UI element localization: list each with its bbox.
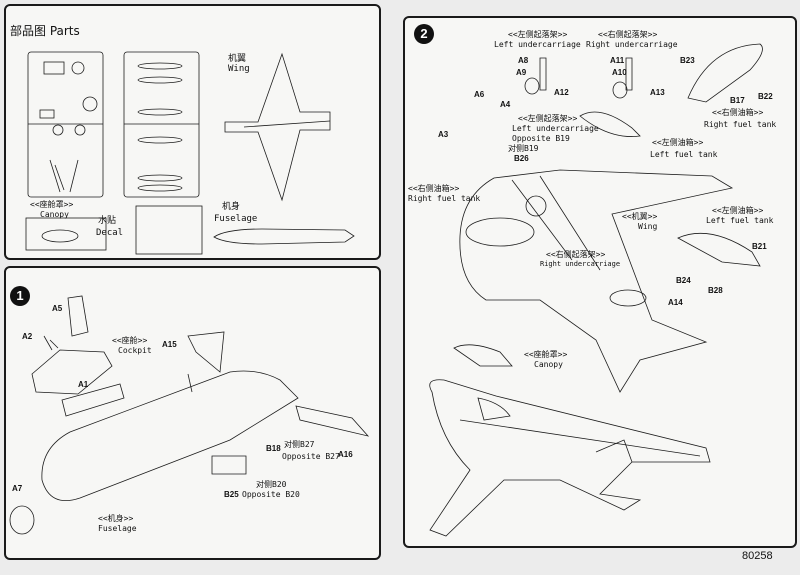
canopy-part-label: <<座舱罩>> [30, 200, 74, 209]
right-undercarriage-en: Right undercarriage [586, 40, 678, 49]
part-b24: B24 [676, 276, 691, 285]
step-2-marker: 2 [414, 24, 434, 44]
decal-label-en: Decal [96, 228, 124, 238]
fuselage-part-label-cn: 机身 [222, 202, 241, 212]
cockpit-label-en: Cockpit [118, 346, 152, 355]
sprue-b [123, 51, 200, 198]
part-b21: B21 [752, 242, 767, 251]
part-b20-en: Opposite B20 [242, 490, 300, 499]
canopy-assy-cn: <<座舱罩>> [524, 350, 568, 359]
decal-label-cn: 水贴 [98, 216, 117, 226]
airframe-exploded [459, 169, 734, 393]
decal-sheet [135, 205, 203, 255]
opposite-b19-cn: 对侧B19 [508, 144, 539, 153]
right-undercarriage2-en: Right undercarriage [540, 260, 621, 268]
part-b25: B25 [224, 490, 239, 499]
part-a8: A8 [518, 56, 529, 65]
part-b27-cn: 对侧B27 [284, 440, 315, 449]
part-b17: B17 [730, 96, 745, 105]
part-a4: A4 [500, 100, 511, 109]
part-a12: A12 [554, 88, 569, 97]
opposite-b19-en: Opposite B19 [512, 134, 570, 143]
part-b23: B23 [680, 56, 695, 65]
canopy-outline [453, 344, 513, 367]
part-b26: B26 [514, 154, 529, 163]
wing-assy-en: Wing [638, 222, 658, 231]
fuselage-label-cn: <<机身>> [98, 514, 134, 523]
part-b18: B18 [266, 444, 281, 453]
right-fuel-tank2-cn: <<右侧油箱>> [408, 184, 460, 193]
right-fuel-tank-en: Right fuel tank [704, 120, 777, 129]
part-b20-cn: 对侧B20 [256, 480, 287, 489]
left-undercarriage2-en: Left undercarriage [512, 124, 599, 133]
part-a14: A14 [668, 298, 683, 307]
part-a2: A2 [22, 332, 33, 341]
step-1-marker: 1 [10, 286, 30, 306]
part-a5: A5 [52, 304, 63, 313]
wing-label-cn: 机翼 [228, 54, 247, 64]
step1-panel [4, 266, 381, 560]
part-a15: A15 [162, 340, 177, 349]
wing-planform [224, 52, 331, 202]
fuselage-half [41, 370, 299, 502]
left-undercarriage2-cn: <<左侧起落架>> [518, 114, 578, 123]
part-a1: A1 [78, 380, 89, 389]
part-b22: B22 [758, 92, 773, 101]
parts-panel [4, 4, 381, 260]
wing-label-en: Wing [228, 64, 250, 74]
part-a7: A7 [12, 484, 23, 493]
left-fuel-tank2-cn: <<左侧油箱>> [712, 206, 764, 215]
left-fuel-tank-en: Left fuel tank [650, 150, 718, 159]
part-a16: A16 [338, 450, 353, 459]
wing-assy-cn: <<机翼>> [622, 212, 658, 221]
part-a9: A9 [516, 68, 527, 77]
canopy-part-box [25, 217, 107, 251]
part-a6: A6 [474, 90, 485, 99]
fuselage-label-en: Fuselage [98, 524, 137, 533]
part-b28: B28 [708, 286, 723, 295]
part-a3: A3 [438, 130, 449, 139]
right-fuel-tank [687, 43, 763, 103]
part-a13: A13 [650, 88, 665, 97]
page-number: 80258 [742, 550, 773, 562]
part-a10: A10 [612, 68, 627, 77]
fuselage-side-view [213, 228, 355, 245]
part-a11: A11 [610, 56, 625, 65]
right-undercarriage-cn: <<右侧起落架>> [598, 30, 658, 39]
left-fuel-tank-cn: <<左侧油箱>> [652, 138, 704, 147]
finished-aircraft [429, 379, 711, 537]
sprue-a [27, 51, 104, 198]
canopy-part-label-en: Canopy [40, 210, 69, 219]
left-fuel-tank [677, 232, 761, 267]
right-fuel-tank2-en: Right fuel tank [408, 194, 481, 203]
part-b27-en: Opposite B27 [282, 452, 340, 461]
right-fuel-tank-cn: <<右侧油箱>> [712, 108, 764, 117]
right-undercarriage2-cn: <<右侧起落架>> [546, 250, 606, 259]
canopy-assy-en: Canopy [534, 360, 563, 369]
left-undercarriage-cn: <<左侧起落架>> [508, 30, 568, 39]
left-undercarriage-en: Left undercarriage [494, 40, 581, 49]
parts-title: 部品图 Parts [10, 24, 80, 38]
left-fuel-tank2-en: Left fuel tank [706, 216, 774, 225]
cockpit-label-cn: <<座舱>> [112, 336, 148, 345]
fuselage-part-label-en: Fuselage [214, 214, 258, 224]
